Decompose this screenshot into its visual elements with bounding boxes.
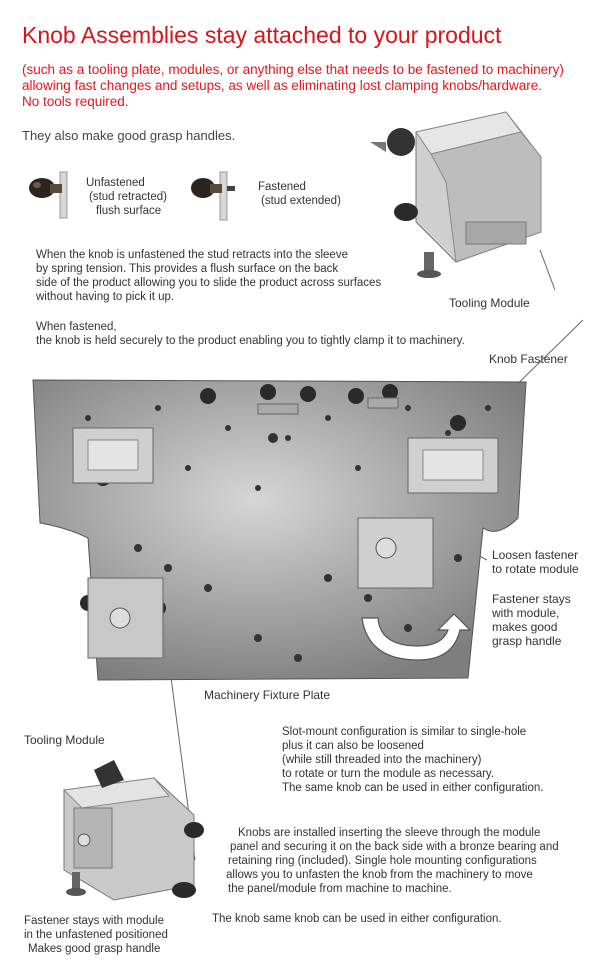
intro-line: (such as a tooling plate, modules, or an…	[22, 62, 564, 77]
text-line: The same knob can be used in either conf…	[282, 782, 544, 794]
machinery-fixture-plate-photo	[32, 379, 527, 681]
label-line: (stud retracted)	[89, 191, 167, 203]
label-line: (stud extended)	[261, 195, 341, 207]
caption-line: in the unfastened positioned	[24, 929, 168, 941]
text-line: retaining ring (included). Single hole m…	[228, 855, 537, 867]
intro-line: No tools required.	[22, 94, 129, 109]
desc-line: without having to pick it up.	[36, 291, 175, 303]
text-line: Slot-mount configuration is similar to s…	[282, 726, 527, 738]
fastened-knob-photo	[191, 171, 235, 221]
label-line: to rotate module	[492, 562, 579, 576]
slot-mount-text: Slot-mount configuration is similar to s…	[282, 725, 543, 795]
text-line: panel and securing it on the back side w…	[230, 841, 559, 853]
loosen-fastener-label: Loosen fastener to rotate module	[492, 548, 579, 576]
label-line: with module,	[492, 606, 560, 620]
text-line: Knobs are installed inserting the sleeve…	[238, 827, 541, 839]
fixture-plate-label: Machinery Fixture Plate	[204, 688, 331, 702]
bottom-caption: Fastener stays with module in the unfast…	[24, 914, 168, 956]
text-line: plus it can also be loosened	[282, 740, 424, 752]
label-line: makes good	[492, 620, 558, 634]
text-line: (while still threaded into the machinery…	[282, 754, 482, 766]
fastener-stays-label: Fastener stays with module, makes good g…	[492, 592, 571, 648]
tooling-module-photo-top	[370, 111, 542, 278]
text-line: to rotate or turn the module as necessar…	[282, 768, 495, 780]
label-line: Unfastened	[86, 177, 145, 189]
label-line: Fastened	[258, 181, 306, 193]
desc-line: side of the product allowing you to slid…	[36, 277, 382, 289]
caption-line: Fastener stays with module	[24, 915, 164, 927]
page-title: Knob Assemblies stay attached to your pr…	[22, 22, 502, 48]
knob-fastener-label: Knob Fastener	[489, 352, 568, 366]
text-line: allows you to unfasten the knob from the…	[226, 869, 533, 881]
intro-text: (such as a tooling plate, modules, or an…	[22, 62, 597, 110]
label-line: flush surface	[96, 205, 162, 217]
label-line: Fastener stays	[492, 592, 571, 606]
tooling-module-photo-bottom	[62, 760, 204, 901]
tooling-module-label-top: Tooling Module	[449, 296, 530, 310]
unfastened-knob-photo	[29, 171, 68, 219]
desc-line: When the knob is unfastened the stud ret…	[36, 249, 348, 261]
grasp-handles-text: They also make good grasp handles.	[22, 128, 236, 143]
fastened-description: When fastened, the knob is held securely…	[36, 320, 465, 348]
same-knob-text: The knob same knob can be used in either…	[212, 913, 502, 925]
unfastened-label: Unfastened (stud retracted) flush surfac…	[86, 176, 167, 218]
desc-line: the knob is held securely to the product…	[36, 335, 465, 347]
label-line: Loosen fastener	[492, 548, 579, 562]
desc-line: When fastened,	[36, 321, 117, 333]
intro-line: allowing fast changes and setups, as wel…	[22, 78, 543, 93]
desc-line: by spring tension. This provides a flush…	[36, 263, 339, 275]
text-line: the panel/module from machine to machine…	[228, 883, 452, 895]
fastened-label: Fastened (stud extended)	[258, 180, 341, 208]
caption-line: Makes good grasp handle	[28, 943, 161, 955]
install-text: Knobs are installed inserting the sleeve…	[226, 826, 559, 896]
label-line: grasp handle	[492, 634, 562, 648]
rotate-arrow-icon	[361, 613, 472, 661]
unfastened-description: When the knob is unfastened the stud ret…	[36, 248, 381, 304]
tooling-module-label-bottom: Tooling Module	[24, 733, 105, 747]
